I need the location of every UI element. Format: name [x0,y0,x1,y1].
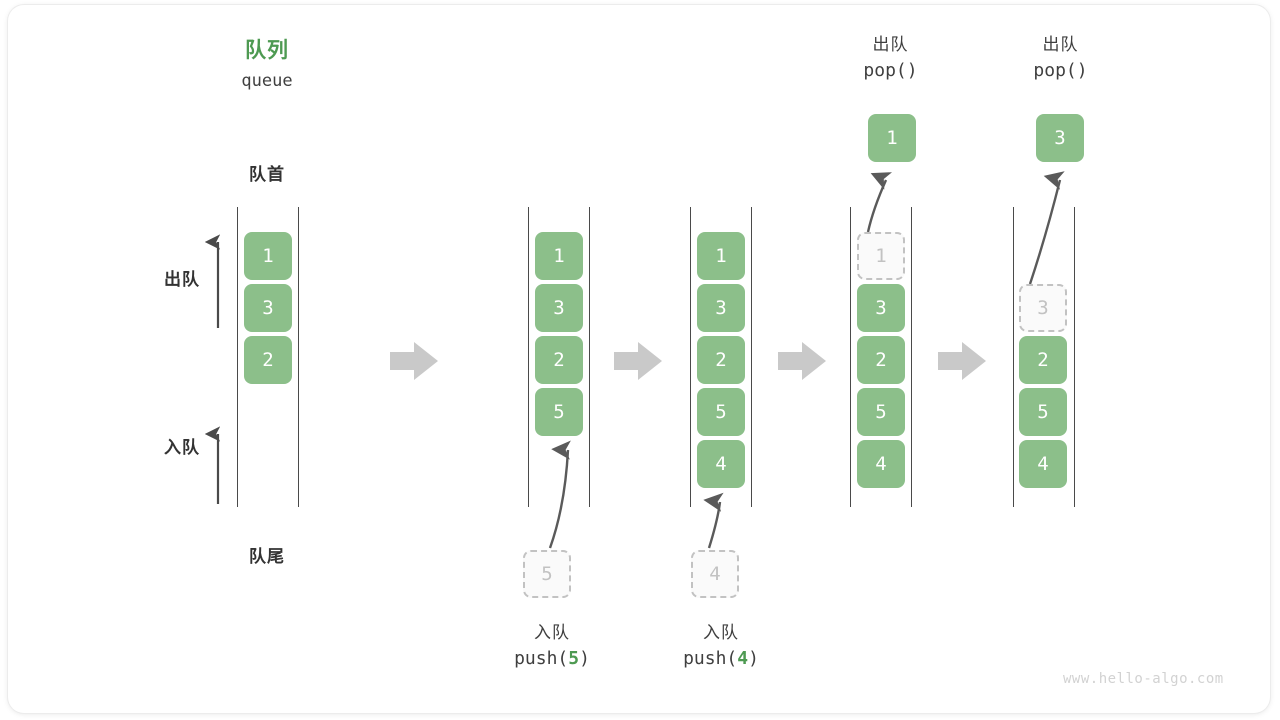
queue-box: 3 [697,284,745,332]
dequeue-side-label: 出队 [164,270,200,289]
queue-box: 4 [697,440,745,488]
push5-code-num: 5 [568,648,580,669]
rail-left [850,207,852,507]
popped-box: 3 [1036,114,1084,162]
queue-box: 5 [857,388,905,436]
rail-right [751,207,753,507]
push5-code-suffix: ) [579,648,590,669]
push5-code-prefix: push( [514,648,569,669]
queue-box: 4 [1019,440,1067,488]
rail-left [690,207,692,507]
queue-box: 2 [857,336,905,384]
queue-box: 1 [697,232,745,280]
queue-box: 3 [857,284,905,332]
step-arrow-icon [778,342,826,380]
queue-ghost-box: 1 [857,232,905,280]
enqueue-side-label: 入队 [164,438,200,457]
rear-label: 队尾 [249,547,285,566]
queue-box: 1 [244,232,292,280]
push5-caption: 入队 push(5) [462,620,642,672]
queue-title-en: queue [241,71,293,91]
rail-left [1013,207,1015,507]
pop1-caption-cn: 出队 [872,35,909,54]
pop2-code-suffix: ) [1076,60,1088,81]
step-arrow-icon [390,342,438,380]
queue-box: 3 [244,284,292,332]
pop1-code-suffix: ) [906,60,918,81]
push-arrow-icon [703,492,724,549]
queue-ghost-box: 3 [1019,284,1067,332]
front-label: 队首 [249,165,285,184]
pop1-code-prefix: pop( [863,60,907,81]
step-arrow-icon [614,342,662,380]
push-arrow-icon [548,440,571,549]
incoming-ghost-box: 5 [523,550,571,598]
queue-box: 5 [535,388,583,436]
pop2-code-prefix: pop( [1033,60,1077,81]
pop1-caption: 出队 pop() [818,32,963,84]
incoming-ghost-box: 4 [691,550,739,598]
queue-box: 1 [535,232,583,280]
rail-right [298,207,300,507]
rail-right [911,207,913,507]
rail-left [528,207,530,507]
queue-box: 3 [535,284,583,332]
queue-box: 2 [697,336,745,384]
push4-caption: 入队 push(4) [631,620,811,672]
rail-right [589,207,591,507]
push5-caption-code: push(5) [462,645,642,672]
rail-right [1074,207,1076,507]
queue-title-cn: 队列 [245,39,289,62]
pop1-caption-code: pop() [818,57,963,84]
queue-box: 5 [697,388,745,436]
pop2-caption-cn: 出队 [1042,35,1079,54]
rail-left [237,207,239,507]
pop-arrow-icon [1028,171,1065,285]
queue-box: 2 [535,336,583,384]
queue-box: 5 [1019,388,1067,436]
queue-box: 2 [244,336,292,384]
step-arrow-icon [938,342,986,380]
push5-caption-cn: 入队 [534,623,570,642]
watermark: www.hello-algo.com [1063,671,1224,687]
push4-caption-cn: 入队 [703,623,739,642]
queue-box: 2 [1019,336,1067,384]
push4-caption-code: push(4) [631,645,811,672]
push4-code-suffix: ) [748,648,759,669]
push4-code-num: 4 [737,648,749,669]
enqueue-arrow-icon [204,426,221,504]
queue-box: 4 [857,440,905,488]
push4-code-prefix: push( [683,648,738,669]
pop-arrow-icon [866,172,893,233]
pop2-caption: 出队 pop() [988,32,1133,84]
pop2-caption-code: pop() [988,57,1133,84]
popped-box: 1 [868,114,916,162]
dequeue-arrow-icon [204,234,221,328]
